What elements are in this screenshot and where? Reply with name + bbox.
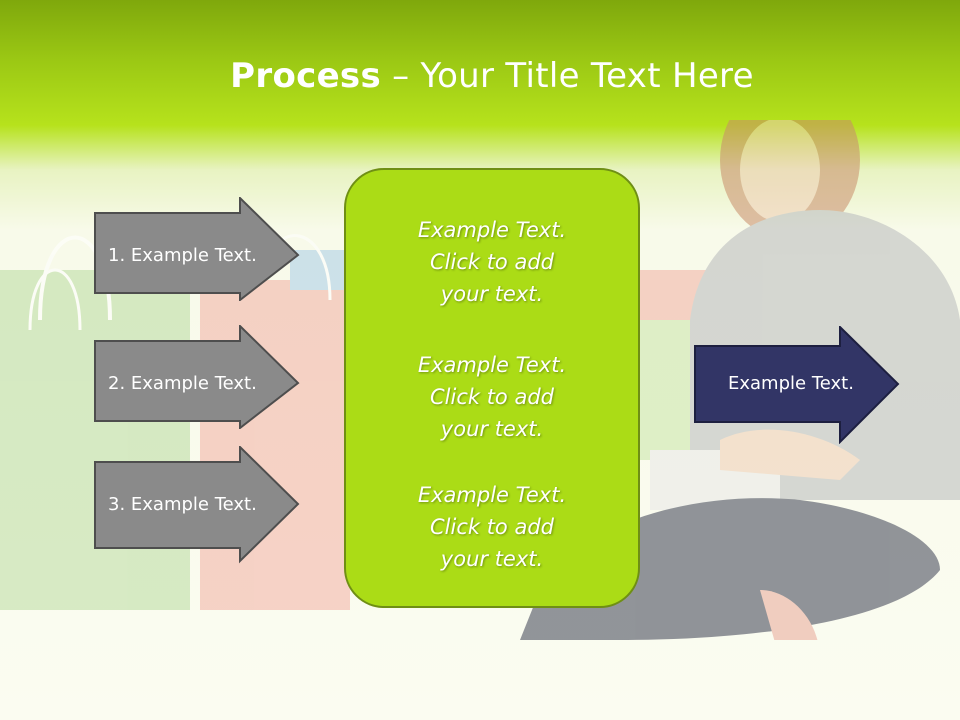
arrow-shape (94, 325, 300, 429)
text-line: Click to add (429, 385, 554, 409)
blue-shopping-bag (290, 250, 350, 290)
bag-handle (28, 268, 82, 331)
right-arrow[interactable] (694, 326, 900, 444)
slide-title[interactable]: Process – Your Title Text Here (0, 56, 960, 96)
arrow-shape (94, 446, 300, 564)
text-line: your text. (440, 282, 544, 306)
left-arrow-1-label[interactable]: 1. Example Text. (108, 245, 257, 266)
center-text-block-3[interactable]: Example Text. Click to add your text. (346, 479, 638, 575)
center-text-block-2[interactable]: Example Text. Click to add your text. (346, 349, 638, 445)
text-line: Example Text. (417, 483, 567, 507)
center-text-block-1[interactable]: Example Text. Click to add your text. (346, 214, 638, 310)
red-shopping-bag (200, 280, 350, 610)
woman-arm (720, 429, 860, 480)
title-dash: – (381, 56, 421, 96)
title-rest-text: Your Title Text Here (420, 56, 754, 96)
left-arrow-1[interactable] (94, 197, 300, 301)
text-line: your text. (440, 417, 544, 441)
text-line: Click to add (429, 250, 554, 274)
title-bold-text: Process (230, 56, 382, 96)
left-arrow-2-label[interactable]: 2. Example Text. (108, 373, 257, 394)
text-line: your text. (440, 547, 544, 571)
left-arrow-3-label[interactable]: 3. Example Text. (108, 494, 257, 515)
shoe (760, 590, 818, 640)
text-line: Example Text. (417, 353, 567, 377)
right-arrow-label[interactable]: Example Text. (728, 373, 854, 394)
woman-face (740, 120, 820, 222)
green-shopping-bag (0, 270, 190, 610)
title-bar: Process – Your Title Text Here (0, 0, 960, 150)
left-arrow-3[interactable] (94, 446, 300, 566)
text-line: Example Text. (417, 218, 567, 242)
text-line: Click to add (429, 515, 554, 539)
arrow-shape (694, 326, 900, 444)
left-arrow-2[interactable] (94, 325, 300, 429)
center-text-box[interactable]: Example Text. Click to add your text. Ex… (344, 168, 640, 608)
arrow-shape (94, 197, 300, 301)
